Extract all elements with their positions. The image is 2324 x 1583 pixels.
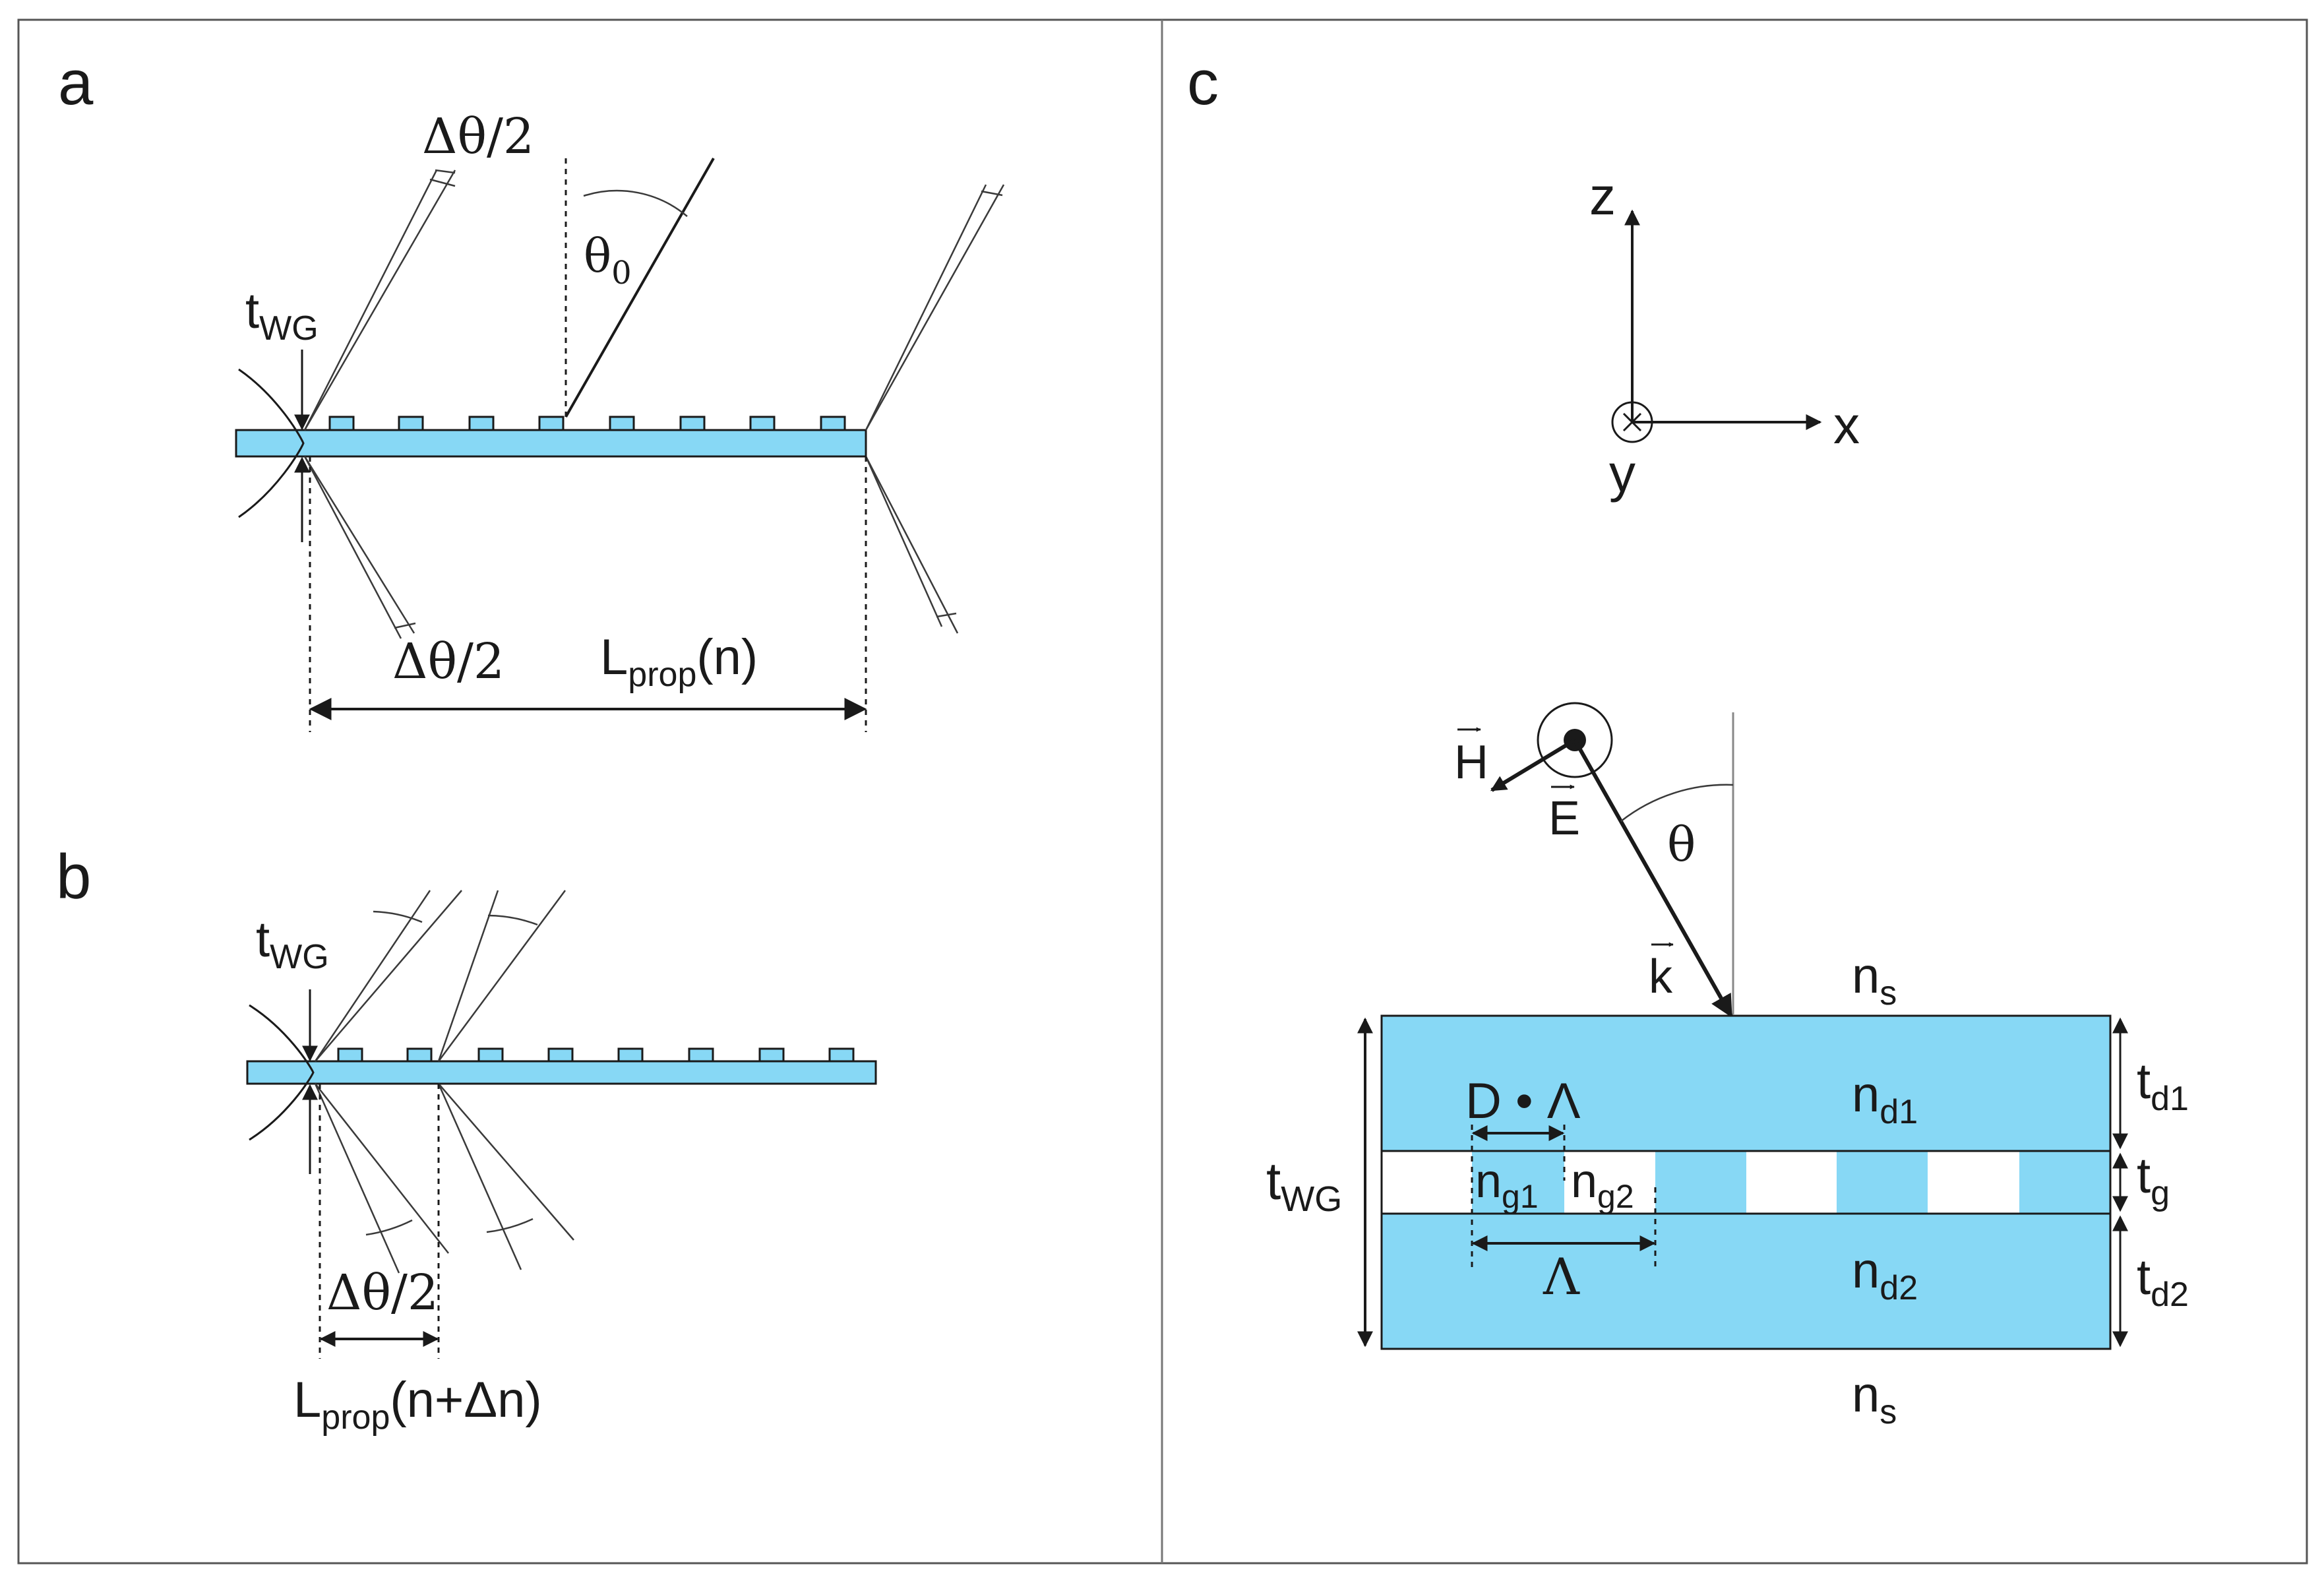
panel-c-letter: c <box>1187 47 1219 118</box>
h-field-label: H <box>1454 736 1488 789</box>
x-axis-label: x <box>1833 396 1860 454</box>
panel-a-right-upper-beam <box>865 184 1005 431</box>
nd1-label: nd1 <box>1852 1067 1918 1131</box>
grating-tooth-3 <box>1837 1151 1928 1214</box>
panel-c: c z x y <box>1187 47 2189 1431</box>
panel-b-upper-rays-1 <box>314 890 462 1062</box>
td2-label: td2 <box>2137 1249 2189 1314</box>
tg-label: tg <box>2137 1148 2170 1212</box>
panel-a-center-ray <box>565 158 715 418</box>
grating-tooth-4 <box>2019 1151 2110 1214</box>
grating-tooth-1 <box>1472 1151 1564 1214</box>
panel-a-right-lower-beam <box>865 456 959 634</box>
panel-a-dtheta-bottom: Δθ/2 <box>392 633 505 690</box>
panel-a-theta-arc <box>583 189 688 217</box>
panel-b-grating <box>337 1047 855 1063</box>
grating-tooth-2 <box>1655 1151 1746 1214</box>
theta-arc <box>1620 784 1734 822</box>
panel-a-twg-label: tWG <box>245 283 319 348</box>
e-field-label: E <box>1548 792 1580 845</box>
panel-a-mode-profile <box>238 368 305 518</box>
panel-a-letter: a <box>58 47 94 118</box>
panel-a-theta0: θ0 <box>584 229 632 292</box>
panel-a: a <box>58 47 1005 732</box>
ng1-label: ng1 <box>1475 1155 1539 1215</box>
duty-cycle-label: D • Λ <box>1465 1073 1581 1129</box>
panel-b-waveguide <box>246 1060 877 1085</box>
panel-c-axes: z x y <box>1589 167 1860 503</box>
panel-b-lprop-label: Lprop(n+Δn) <box>293 1372 542 1437</box>
ns-top-label: ns <box>1852 948 1897 1012</box>
y-axis-label: y <box>1609 444 1636 503</box>
panel-c-incident-wave <box>1490 702 1734 1018</box>
panel-b: b <box>56 842 877 1437</box>
panel-a-left-lower-beam <box>303 456 416 639</box>
period-label: Λ <box>1543 1247 1580 1306</box>
panel-b-upper-rays-2 <box>437 890 566 1062</box>
z-axis-label: z <box>1589 167 1616 226</box>
layer-d2 <box>1380 1212 2112 1350</box>
h-field-out-of-page-icon <box>1537 702 1613 778</box>
panel-a-dtheta-top: Δθ/2 <box>422 108 534 165</box>
ng2-label: ng2 <box>1571 1155 1634 1215</box>
panel-b-lower-rays-1 <box>314 1083 449 1274</box>
panel-a-lprop-label: Lprop(n) <box>600 629 758 694</box>
td1-label: td1 <box>2137 1053 2189 1118</box>
twg-label: tWG <box>1266 1152 1342 1219</box>
k-vector-arrow <box>1573 739 1733 1018</box>
panel-b-lower-rays-2 <box>437 1083 574 1270</box>
panel-b-letter: b <box>56 842 91 912</box>
theta-label: θ <box>1667 817 1696 872</box>
ns-bottom-label: ns <box>1852 1367 1897 1431</box>
panel-a-waveguide <box>235 429 867 458</box>
panel-b-twg-label: tWG <box>256 912 329 976</box>
panel-b-dtheta: Δθ/2 <box>326 1264 439 1321</box>
k-vector-label: k <box>1649 950 1673 1003</box>
e-field-arrow <box>1490 738 1576 792</box>
panel-a-grating <box>328 416 846 431</box>
panel-b-mode-profile <box>249 1004 315 1141</box>
panel-a-left-upper-beam <box>303 169 456 431</box>
y-axis-into-page-icon <box>1611 401 1653 443</box>
nd2-label: nd2 <box>1852 1243 1918 1307</box>
